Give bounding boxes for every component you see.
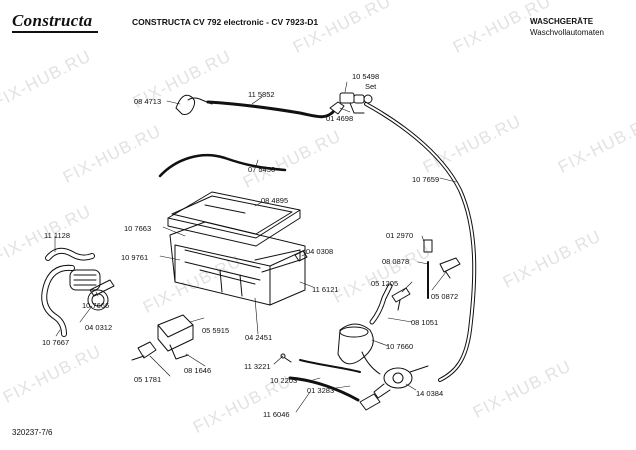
drain-pump-part	[373, 365, 429, 399]
brand-logo: Constructa	[12, 11, 93, 30]
part-label: 05 1781	[134, 375, 162, 384]
part-label: 05 1205	[371, 279, 399, 288]
bracket-right-part	[391, 287, 411, 311]
part-label: 08 1646	[184, 366, 212, 375]
part-label: 14 0384	[416, 389, 444, 398]
plug-part	[423, 239, 433, 253]
part-label: 08 0878	[382, 257, 410, 266]
part-label: 10 7659	[412, 175, 440, 184]
long-hose-part	[364, 102, 477, 382]
part-label: 01 4698	[326, 114, 354, 123]
clip-right-part	[439, 257, 461, 279]
part-label: 07 5450	[248, 165, 276, 174]
part-label: 10 2203	[270, 376, 298, 385]
part-label: 10 5498	[352, 72, 380, 81]
part-label: 10 9761	[121, 253, 149, 262]
part-label: 05 0872	[431, 292, 459, 301]
part-label: 11 5852	[248, 90, 275, 99]
part-label: 04 2451	[245, 333, 273, 342]
thin-hose-part	[158, 153, 287, 178]
part-label: 01 2970	[386, 231, 414, 240]
brand-underline	[12, 31, 98, 33]
holder-part	[131, 341, 157, 361]
document-number: 320237-7/6	[12, 428, 53, 437]
part-label: 08 4713	[134, 97, 162, 106]
model-title: CONSTRUCTA CV 792 electronic - CV 7923-D…	[132, 17, 319, 27]
pipe-part	[299, 359, 361, 373]
part-label: 08 4895	[261, 196, 289, 205]
detergent-drawer-part	[169, 221, 306, 306]
part-label: 10 7667	[42, 338, 70, 347]
siphon-hose-part	[41, 247, 115, 337]
part-label: 08 1051	[411, 318, 439, 327]
hose-clamp-part	[175, 94, 196, 115]
part-label: 10 7663	[124, 224, 152, 233]
sump-part	[337, 283, 393, 375]
category-title: WASCHGERÄTE	[530, 17, 594, 26]
part-label: 01 3283	[307, 386, 335, 395]
part-label: 10 7660	[386, 342, 414, 351]
part-label: 11 6121	[312, 285, 339, 294]
inlet-hose-part	[206, 100, 335, 119]
part-label: 10 7666	[82, 301, 110, 310]
part-label: 04 0312	[85, 323, 113, 332]
clip-part	[294, 250, 308, 262]
category-subtitle: Waschvollautomaten	[530, 28, 604, 37]
bracket-part	[157, 314, 194, 360]
part-label: Set	[365, 82, 377, 91]
part-label: 11 3221	[244, 362, 271, 371]
part-label: 04 0308	[306, 247, 334, 256]
part-label: 05 5915	[202, 326, 230, 335]
part-label: 11 1128	[44, 231, 70, 240]
hose-elbow-part	[187, 97, 213, 105]
part-label: 11 6046	[263, 410, 290, 419]
lower-hose-part	[288, 376, 360, 402]
